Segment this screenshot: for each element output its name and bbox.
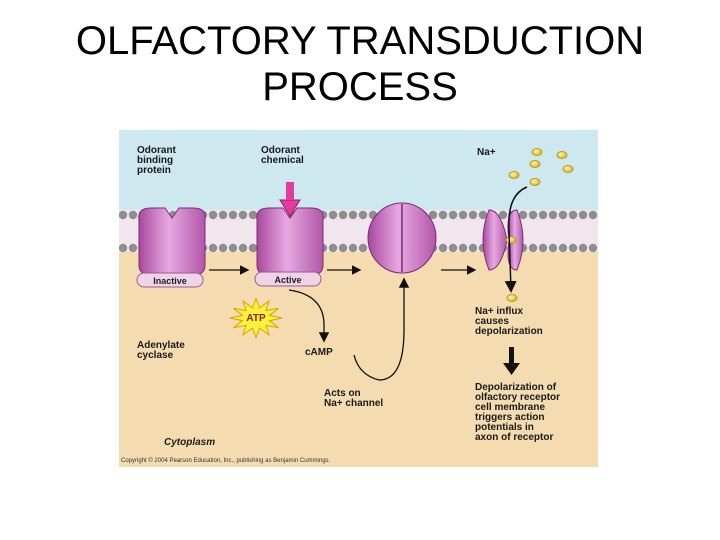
phospholipid-head (458, 243, 468, 253)
odorant-stem (286, 182, 294, 200)
title-line-1: OLFACTORY TRANSDUCTION (75, 19, 645, 63)
phospholipid-head (218, 243, 228, 253)
phospholipid-head (448, 243, 458, 253)
phospholipid-head (568, 243, 578, 253)
phospholipid-head (548, 210, 558, 220)
phospholipid-head (338, 243, 348, 253)
phospholipid-head (468, 243, 478, 253)
phospholipid-head (528, 243, 538, 253)
phospholipid-head (538, 243, 548, 253)
phospholipid-head (128, 210, 138, 220)
copyright-caption: Copyright © 2004 Pearson Education, Inc.… (121, 458, 331, 464)
active-pill (254, 271, 322, 287)
phospholipid-head (438, 210, 448, 220)
inactive-label: Inactive (153, 276, 187, 286)
sodium-ions (505, 148, 574, 302)
phospholipid-head (348, 210, 358, 220)
receptor-inactive (138, 207, 206, 276)
phospholipid-head (228, 210, 238, 220)
phospholipid-head (528, 210, 538, 220)
phospholipid-head (338, 210, 348, 220)
phospholipid-head (119, 243, 128, 253)
phospholipid-head (228, 243, 238, 253)
ion-flow-arrow (504, 186, 528, 293)
phospholipid-head (119, 210, 128, 220)
phospholipid-head (588, 210, 598, 220)
adenylate-cyclase-protein (367, 202, 437, 274)
phospholipid-head (568, 210, 578, 220)
phospholipid-head (558, 210, 568, 220)
atp-label: ATP (246, 313, 266, 324)
phospholipid-head (558, 243, 568, 253)
phospholipid-head (218, 210, 228, 220)
phospholipid-head (248, 210, 258, 220)
label-cytoplasm: Cytoplasm (164, 437, 216, 448)
phospholipid-head (478, 210, 488, 220)
phospholipid-head (238, 210, 248, 220)
label-odorant-binding-protein: Odorant binding protein (137, 145, 176, 176)
phospholipid-head (238, 243, 248, 253)
diagram-canvas: Inactive Active ATP (119, 130, 598, 467)
phospholipid-head (348, 243, 358, 253)
title-line-2: PROCESS (262, 65, 458, 109)
active-label: Active (274, 275, 301, 285)
label-na-ion: Na+ (477, 147, 496, 158)
phospholipid-head (588, 243, 598, 253)
phospholipid-head (448, 210, 458, 220)
phospholipid-head (578, 210, 588, 220)
phospholipid-head (208, 210, 218, 220)
phospholipid-head (328, 210, 338, 220)
phospholipid-head (128, 243, 138, 253)
label-acts-on: Acts on Na+ channel (324, 388, 384, 409)
phospholipid-head (498, 210, 508, 220)
slide-title: OLFACTORY TRANSDUCTION PROCESS (0, 18, 720, 110)
label-na-influx: Na+ influx causes depolarization (475, 306, 543, 337)
phospholipid-head (248, 243, 258, 253)
label-odorant-chemical: Odorant chemical (261, 145, 304, 166)
phospholipid-head (328, 243, 338, 253)
label-adenylate-cyclase: Adenylate cyclase (137, 340, 185, 361)
label-camp: cAMP (305, 347, 333, 358)
phospholipid-head (458, 210, 468, 220)
phospholipid-head (578, 243, 588, 253)
inactive-pill (136, 272, 204, 288)
phospholipid-head (538, 210, 548, 220)
atp-burst: ATP (229, 297, 283, 339)
phospholipid-head (548, 243, 558, 253)
depolarization-arrow (503, 347, 520, 375)
olfactory-transduction-diagram: Inactive Active ATP Odorant binding prot… (119, 130, 598, 467)
phospholipid-head (438, 243, 448, 253)
phospholipid-head (468, 210, 478, 220)
phospholipid-head (428, 210, 438, 220)
label-depolarization: Depolarization of olfactory receptor cel… (475, 382, 561, 443)
phospholipid-head (208, 243, 218, 253)
camp-to-channel-arrow (353, 277, 410, 381)
camp-production-arrow (288, 289, 330, 343)
phospholipid-head (358, 210, 368, 220)
phospholipid-head (358, 243, 368, 253)
phospholipid-head (518, 210, 528, 220)
